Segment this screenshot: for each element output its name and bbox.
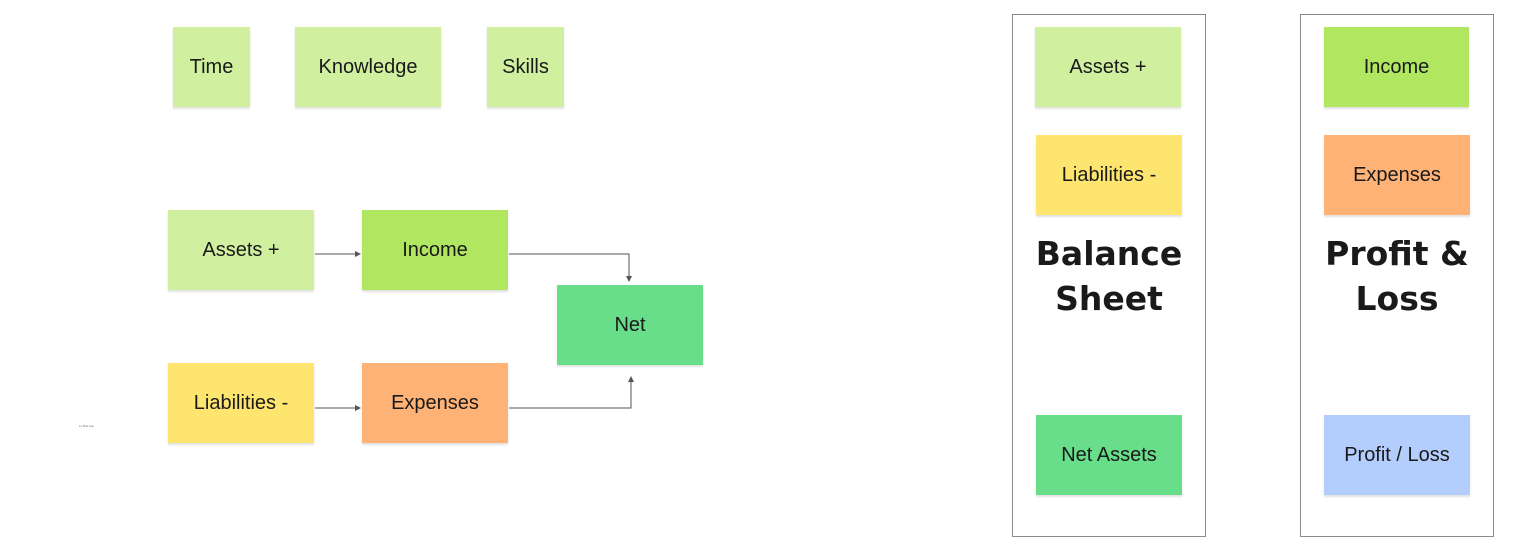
profit-loss-title-line1: Profit & [1325,234,1469,273]
balance-sheet-title: Balance Sheet [1012,231,1206,321]
pl-sticky-income[interactable]: Income [1324,27,1469,107]
pl-sticky-expenses[interactable]: Expenses [1324,135,1470,215]
sticky-assets-label: Assets + [202,238,280,261]
sticky-liabilities[interactable]: Liabilities - [168,363,314,443]
pl-sticky-profit-loss[interactable]: Profit / Loss [1324,415,1470,495]
balance-sheet-title-line1: Balance [1035,234,1183,273]
profit-loss-title-line2: Loss [1355,279,1439,318]
bs-sticky-assets[interactable]: Assets + [1035,27,1181,107]
balance-sheet-frame[interactable] [1012,14,1206,537]
tiny-caption: Lo Bist Fau [79,424,95,428]
bs-sticky-assets-label: Assets + [1069,55,1147,78]
bs-sticky-net-assets[interactable]: Net Assets [1036,415,1182,495]
sticky-time-label: Time [189,55,234,78]
connector-expenses-net [509,376,634,409]
sticky-expenses-label: Expenses [391,391,479,414]
sticky-income[interactable]: Income [362,210,508,290]
sticky-expenses[interactable]: Expenses [362,363,508,443]
sticky-assets[interactable]: Assets + [168,210,314,290]
balance-sheet-title-line2: Sheet [1055,279,1163,318]
sticky-knowledge[interactable]: Knowledge [295,27,441,107]
profit-loss-title: Profit & Loss [1300,231,1494,321]
pl-sticky-expenses-label: Expenses [1353,163,1441,186]
profit-loss-frame[interactable] [1300,14,1494,537]
sticky-skills-label: Skills [502,55,549,78]
sticky-time[interactable]: Time [173,27,250,107]
sticky-knowledge-label: Knowledge [318,55,418,78]
sticky-liabilities-label: Liabilities - [193,391,289,414]
bs-sticky-net-assets-label: Net Assets [1061,443,1157,466]
sticky-net[interactable]: Net [557,285,703,365]
pl-sticky-income-label: Income [1363,55,1430,78]
sticky-net-label: Net [614,313,646,336]
connector-income-net [509,253,632,282]
bs-sticky-liabilities[interactable]: Liabilities - [1036,135,1182,215]
pl-sticky-profit-loss-label: Profit / Loss [1344,443,1450,466]
sticky-skills[interactable]: Skills [487,27,564,107]
bs-sticky-liabilities-label: Liabilities - [1061,163,1157,186]
sticky-income-label: Income [402,238,468,261]
